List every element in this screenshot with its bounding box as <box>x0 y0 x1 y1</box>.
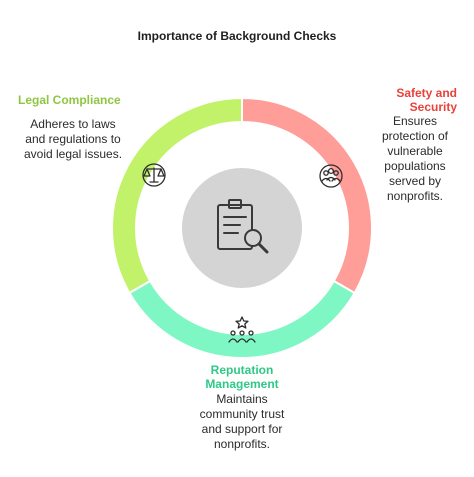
clipboard-search-icon <box>217 199 269 254</box>
inner-ring <box>166 155 316 305</box>
star-people-icon <box>228 316 256 343</box>
ring-arrow-top <box>288 174 306 190</box>
scales-icon <box>142 163 166 187</box>
safety-security-title: Safety and Security <box>396 86 457 114</box>
diagram-title: Importance of Background Checks <box>137 29 337 43</box>
safety-security-label: Safety and Security Ensures protection o… <box>345 86 457 204</box>
legal-compliance-label: Legal Compliance Adheres to laws and reg… <box>18 93 158 162</box>
segment-reputation <box>128 279 356 359</box>
people-group-icon <box>319 164 343 188</box>
ring-arrow-right <box>256 288 272 303</box>
legal-compliance-description: Adheres to laws and regulations to avoid… <box>23 117 123 161</box>
legal-compliance-title: Legal Compliance <box>18 93 121 107</box>
ring-arrow-left <box>174 188 190 203</box>
center-hub <box>178 164 306 292</box>
reputation-management-description: Maintains community trust and support fo… <box>199 392 285 451</box>
reputation-management-label: Reputation Management Maintains communit… <box>172 363 312 452</box>
reputation-management-title: Reputation Management <box>205 363 279 391</box>
safety-security-description: Ensures protection of vulnerable populat… <box>381 114 449 203</box>
